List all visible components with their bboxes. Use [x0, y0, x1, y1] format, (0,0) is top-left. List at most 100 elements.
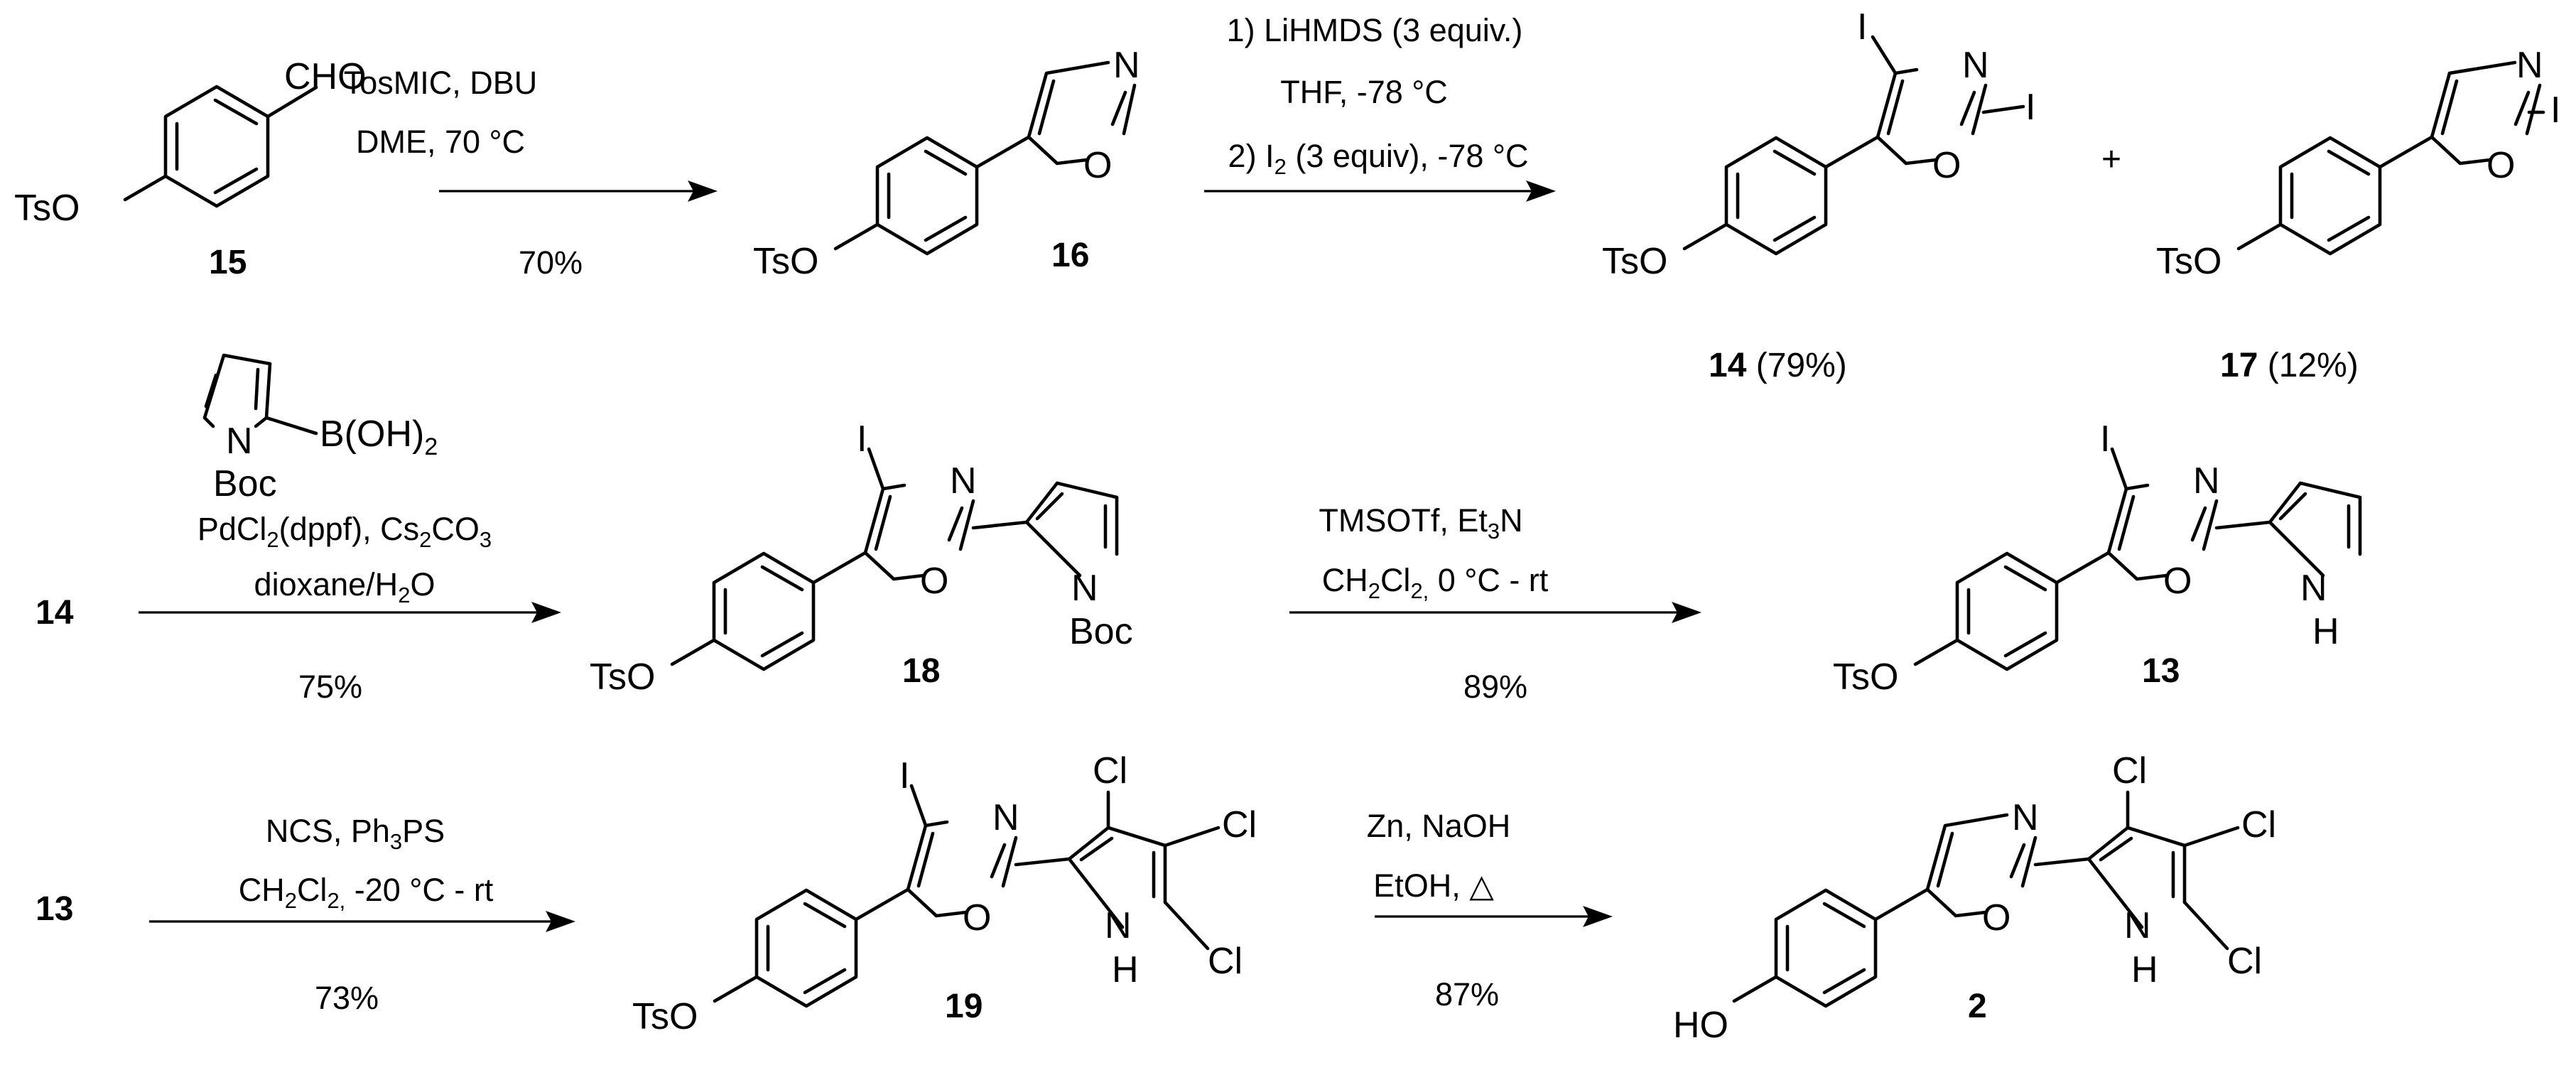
svg-text:H: H [2312, 611, 2339, 652]
svg-text:B(OH)2: B(OH)2 [320, 413, 438, 460]
step1-yield: 70% [519, 244, 583, 281]
step2-line3: 2) I2 (3 equiv), -78 °C [1228, 138, 1529, 179]
reaction-step-3: 14 PdCl2(dppf), Cs2CO3 dioxane/H2O 75% [36, 511, 561, 705]
reaction-step-2: 1) LiHMDS (3 equiv.) THF, -78 °C 2) I2 (… [1204, 12, 1556, 202]
step1-arrowhead [688, 180, 718, 202]
compound-14: I N O I TsO 14 (79%) [1602, 6, 2035, 384]
reaction-step-4: TMSOTf, Et3N CH2Cl2, 0 °C - rt 89% [1289, 502, 1701, 705]
compound-17: N O I TsO 17 (12%) [2156, 45, 2560, 384]
svg-text:Boc: Boc [1069, 611, 1133, 652]
step4-conditions: CH2Cl2, 0 °C - rt [1322, 562, 1549, 603]
compound-13: I N O N H TsO 13 [1833, 418, 2362, 698]
compound-label-15: 15 [209, 244, 247, 281]
svg-text:N: N [2516, 45, 2543, 86]
svg-text:N: N [950, 460, 977, 502]
svg-text:N: N [2193, 460, 2220, 502]
svg-text:TsO: TsO [1602, 241, 1667, 282]
compound-19: I N O Cl Cl Cl N H TsO 19 [632, 750, 1257, 1037]
svg-text:N: N [2012, 797, 2039, 838]
step6-reagents: Zn, NaOH [1367, 808, 1511, 844]
svg-text:Cl: Cl [1208, 941, 1243, 982]
step4-reagents: TMSOTf, Et3N [1319, 502, 1522, 544]
compound-label-2: 2 [1968, 988, 1987, 1025]
tso-label: TsO [14, 188, 80, 229]
svg-text:Cl: Cl [2241, 804, 2276, 845]
step5-reagents: NCS, Ph3PS [266, 813, 445, 854]
step6-arrowhead [1583, 906, 1613, 927]
svg-text:I: I [899, 755, 909, 796]
step3-yield: 75% [298, 669, 362, 705]
compound-label-16: 16 [1051, 237, 1089, 274]
svg-text:O: O [2163, 561, 2192, 602]
svg-text:N: N [2300, 568, 2327, 609]
svg-text:O: O [920, 561, 948, 602]
svg-text:Boc: Boc [213, 463, 277, 504]
cho-label: CHO [284, 56, 367, 97]
svg-text:N: N [1105, 905, 1132, 946]
step2-arrowhead [1526, 180, 1556, 202]
svg-text:N: N [226, 421, 253, 462]
svg-text:O: O [1083, 145, 1112, 186]
compound-18: I N O N Boc TsO 18 [590, 418, 1133, 698]
svg-text:TsO: TsO [590, 656, 655, 698]
step5-start-compound: 13 [36, 890, 73, 928]
oxazole-ring [1027, 60, 1137, 166]
svg-text:N: N [1113, 45, 1140, 86]
step5-arrowhead [546, 911, 575, 932]
svg-text:TsO: TsO [1833, 656, 1898, 698]
svg-text:O: O [2486, 145, 2515, 186]
compound-15: CHO TsO 15 [14, 56, 367, 281]
plus-sign: + [2101, 141, 2121, 178]
svg-text:I: I [1857, 6, 1867, 48]
step4-arrowhead [1672, 602, 1701, 623]
svg-text:I: I [857, 418, 867, 460]
step1-conditions: DME, 70 °C [356, 124, 525, 160]
step3-solvent: dioxane/H2O [254, 566, 435, 607]
step5-conditions: CH2Cl2, -20 °C - rt [239, 872, 494, 913]
svg-text:O: O [963, 897, 991, 939]
svg-text:I: I [2100, 418, 2110, 460]
svg-text:HO: HO [1673, 1005, 1728, 1046]
compound-2: N O Cl Cl Cl N H HO 2 [1673, 750, 2276, 1046]
step3-arrowhead [531, 602, 561, 623]
svg-text:TsO: TsO [2156, 241, 2221, 282]
reaction-step-5: 13 NCS, Ph3PS CH2Cl2, -20 °C - rt 73% [36, 813, 575, 1016]
step3-reagents: PdCl2(dppf), Cs2CO3 [197, 511, 492, 552]
svg-text:H: H [2131, 949, 2158, 990]
step6-conditions: EtOH, △ [1373, 867, 1494, 904]
svg-text:Cl: Cl [2227, 941, 2262, 982]
svg-text:N: N [1962, 45, 1989, 86]
step2-line2: THF, -78 °C [1280, 74, 1448, 110]
svg-text:Cl: Cl [1093, 750, 1127, 791]
svg-text:H: H [1112, 949, 1139, 990]
reaction-step-1: TosMIC, DBU DME, 70 °C 70% [344, 65, 718, 281]
aromatic-double-bonds [175, 98, 259, 195]
compound-label-17: 17 (12%) [2220, 347, 2359, 384]
compound-label-14: 14 (79%) [1709, 347, 1847, 384]
svg-text:I: I [2550, 90, 2560, 131]
step6-yield: 87% [1435, 976, 1499, 1012]
boronic-acid-reagent: N Boc B(OH)2 [202, 353, 438, 504]
step2-line1: 1) LiHMDS (3 equiv.) [1227, 12, 1523, 48]
svg-text:TsO: TsO [753, 241, 818, 282]
svg-text:N: N [1071, 568, 1098, 609]
svg-text:Cl: Cl [2112, 750, 2147, 791]
step5-yield: 73% [315, 980, 379, 1016]
svg-text:O: O [1932, 145, 1961, 186]
compound-16: N O TsO 16 [753, 45, 1140, 282]
step4-yield: 89% [1463, 669, 1527, 705]
svg-text:O: O [1982, 897, 2011, 939]
svg-text:TsO: TsO [632, 996, 698, 1037]
compound-label-18: 18 [902, 652, 940, 690]
reaction-step-6: Zn, NaOH EtOH, △ 87% [1367, 808, 1613, 1012]
benzene-ring [163, 85, 270, 208]
svg-text:Cl: Cl [1222, 804, 1257, 845]
step3-start-compound: 14 [36, 594, 74, 632]
svg-text:N: N [2124, 905, 2151, 946]
compound-label-19: 19 [945, 988, 983, 1025]
svg-text:I: I [2025, 87, 2035, 128]
svg-text:N: N [992, 797, 1019, 838]
step1-reagents: TosMIC, DBU [344, 65, 538, 101]
compound-label-13: 13 [2142, 652, 2180, 690]
